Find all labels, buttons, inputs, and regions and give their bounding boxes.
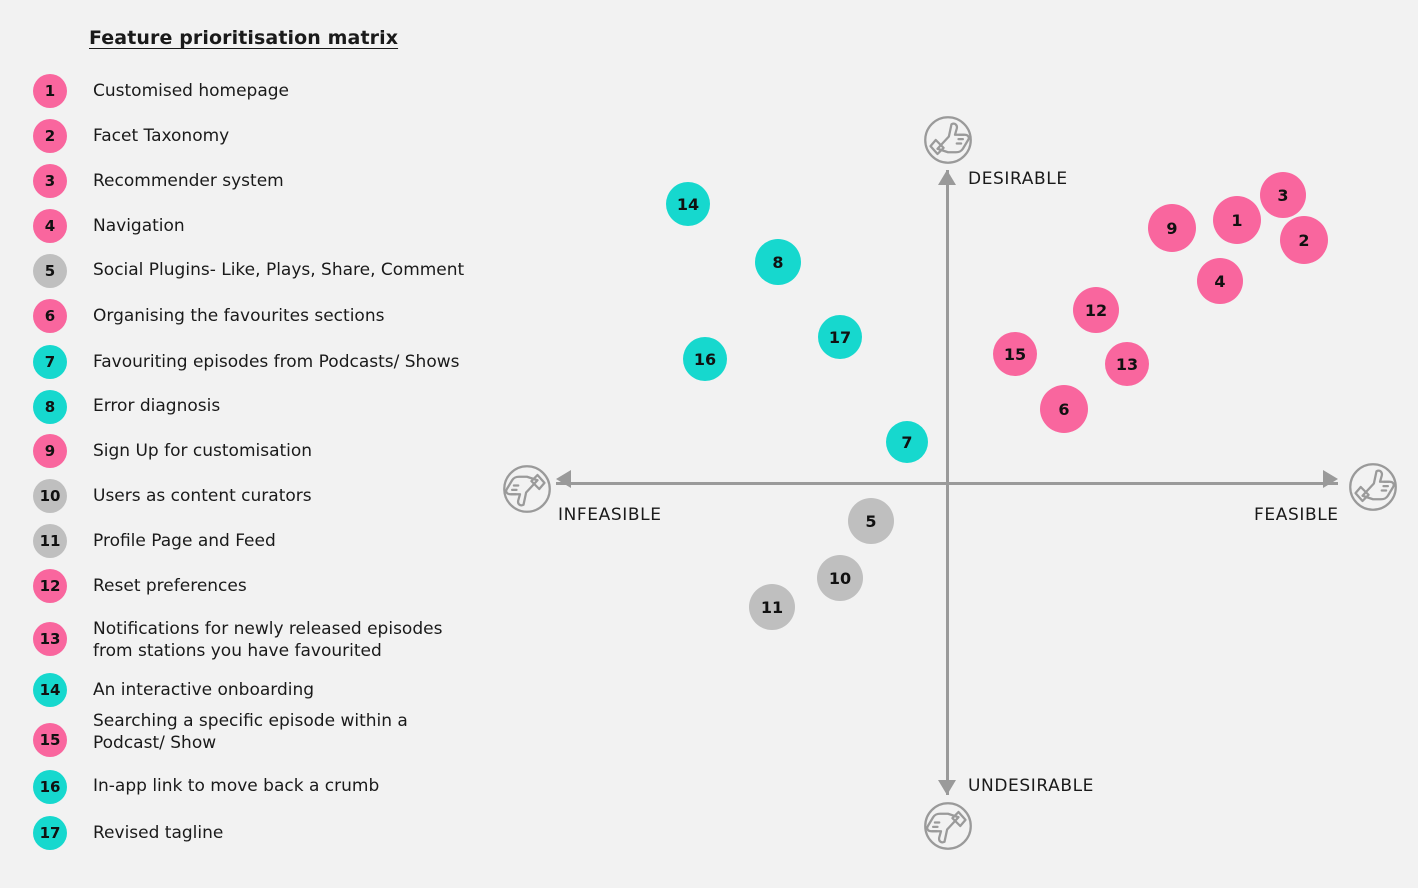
legend-item-badge: 9 — [33, 434, 67, 468]
legend-item-label: Favouriting episodes from Podcasts/ Show… — [93, 352, 460, 372]
thumbs-down-icon — [503, 465, 551, 513]
thumbs-down-icon — [924, 802, 972, 850]
axis-label-infeasible: INFEASIBLE — [558, 505, 662, 525]
matrix-bubble[interactable]: 3 — [1260, 172, 1306, 218]
thumbs-up-icon — [1349, 463, 1397, 511]
legend-item-badge: 1 — [33, 74, 67, 108]
matrix-bubble[interactable]: 10 — [817, 555, 863, 601]
legend-item-label: In-app link to move back a crumb — [93, 776, 380, 796]
legend-item-label: Navigation — [93, 216, 185, 236]
axis-arrow-right-icon — [1323, 470, 1338, 488]
legend-item-label: Users as content curators — [93, 486, 312, 506]
legend-item-label: Notifications for newly released episode… — [93, 619, 443, 661]
legend-item-label: Organising the favourites sections — [93, 306, 385, 326]
axis-arrow-left-icon — [556, 470, 571, 488]
legend-item-badge: 15 — [33, 723, 67, 757]
axis-label-undesirable: UNDESIRABLE — [968, 776, 1095, 796]
axis-label-feasible: FEASIBLE — [1254, 505, 1339, 525]
legend-item-badge: 4 — [33, 209, 67, 243]
legend-item-label: Error diagnosis — [93, 396, 221, 416]
legend-item-badge: 3 — [33, 164, 67, 198]
axis-arrow-up-icon — [938, 170, 956, 185]
legend-item-badge: 13 — [33, 622, 67, 656]
axis-arrow-down-icon — [938, 780, 956, 795]
legend-item-badge: 14 — [33, 673, 67, 707]
legend-item-badge: 17 — [33, 816, 67, 850]
matrix-bubble[interactable]: 6 — [1040, 385, 1088, 433]
legend-item-label: Recommender system — [93, 171, 284, 191]
matrix-bubble[interactable]: 16 — [683, 337, 727, 381]
matrix-bubble[interactable]: 2 — [1280, 216, 1328, 264]
legend-item-label: Sign Up for customisation — [93, 441, 313, 461]
matrix-bubble[interactable]: 14 — [666, 182, 710, 226]
matrix-bubble[interactable]: 17 — [818, 315, 862, 359]
matrix-bubble[interactable]: 5 — [848, 498, 894, 544]
legend-item-badge: 11 — [33, 524, 67, 558]
legend-item-badge: 8 — [33, 390, 67, 424]
axis-label-desirable: DESIRABLE — [968, 169, 1068, 189]
legend-item-badge: 5 — [33, 254, 67, 288]
matrix-bubble[interactable]: 12 — [1073, 287, 1119, 333]
matrix-bubble[interactable]: 15 — [993, 332, 1037, 376]
matrix-bubble[interactable]: 7 — [886, 421, 928, 463]
page-title: Feature prioritisation matrix — [89, 27, 399, 49]
legend-panel: Feature prioritisation matrix 1 Customise… — [0, 0, 560, 888]
legend-item-label: Searching a specific episode within a Po… — [93, 711, 408, 753]
legend-item-badge: 2 — [33, 119, 67, 153]
matrix-bubble[interactable]: 8 — [755, 239, 801, 285]
legend-item-badge: 12 — [33, 569, 67, 603]
matrix-bubble[interactable]: 9 — [1148, 204, 1196, 252]
thumbs-up-icon — [924, 116, 972, 164]
legend-item-badge: 7 — [33, 345, 67, 379]
matrix-bubble[interactable]: 1 — [1213, 196, 1261, 244]
legend-item-label: Facet Taxonomy — [93, 126, 230, 146]
legend-item-label: An interactive onboarding — [93, 680, 315, 700]
legend-item-label: Reset preferences — [93, 576, 247, 596]
matrix-bubble[interactable]: 11 — [749, 584, 795, 630]
vertical-axis — [946, 170, 949, 795]
legend-item-label: Social Plugins- Like, Plays, Share, Comm… — [93, 260, 465, 280]
legend-item-badge: 16 — [33, 770, 67, 804]
legend-item-label: Revised tagline — [93, 823, 224, 843]
matrix-bubble[interactable]: 13 — [1105, 342, 1149, 386]
legend-item-label: Profile Page and Feed — [93, 531, 276, 551]
legend-item-badge: 10 — [33, 479, 67, 513]
legend-item-label: Customised homepage — [93, 81, 290, 101]
matrix-bubble[interactable]: 4 — [1197, 258, 1243, 304]
legend-item-badge: 6 — [33, 299, 67, 333]
